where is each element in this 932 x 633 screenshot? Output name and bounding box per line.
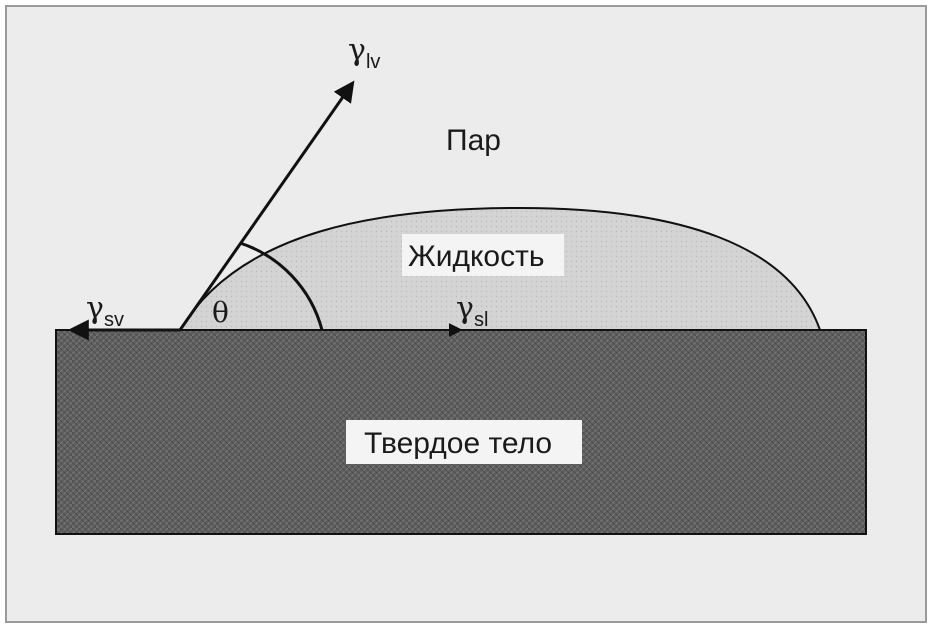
gamma-lv-label: γlv [348, 33, 380, 73]
gamma-sv-symbol: γ [86, 291, 104, 326]
contact-angle-arc [239, 241, 324, 331]
gamma-lv-arrow [178, 80, 355, 331]
gamma-sv-subscript: sv [104, 309, 124, 331]
gamma-sv-label: γsv [86, 291, 124, 331]
gamma-lv-subscript: lv [366, 51, 380, 73]
gamma-sl-symbol: γ [456, 291, 474, 326]
liquid-label: Жидкость [408, 240, 544, 273]
gamma-sl-subscript: sl [474, 309, 488, 331]
solid-label: Твердое тело [364, 427, 552, 460]
liquid-label-background [402, 234, 564, 276]
solid-label-background [346, 420, 582, 464]
vapor-label: Пар [446, 124, 501, 157]
gamma-sl-label: γsl [456, 291, 488, 331]
theta-label: θ [212, 296, 229, 329]
gamma-lv-symbol: γ [348, 33, 366, 68]
